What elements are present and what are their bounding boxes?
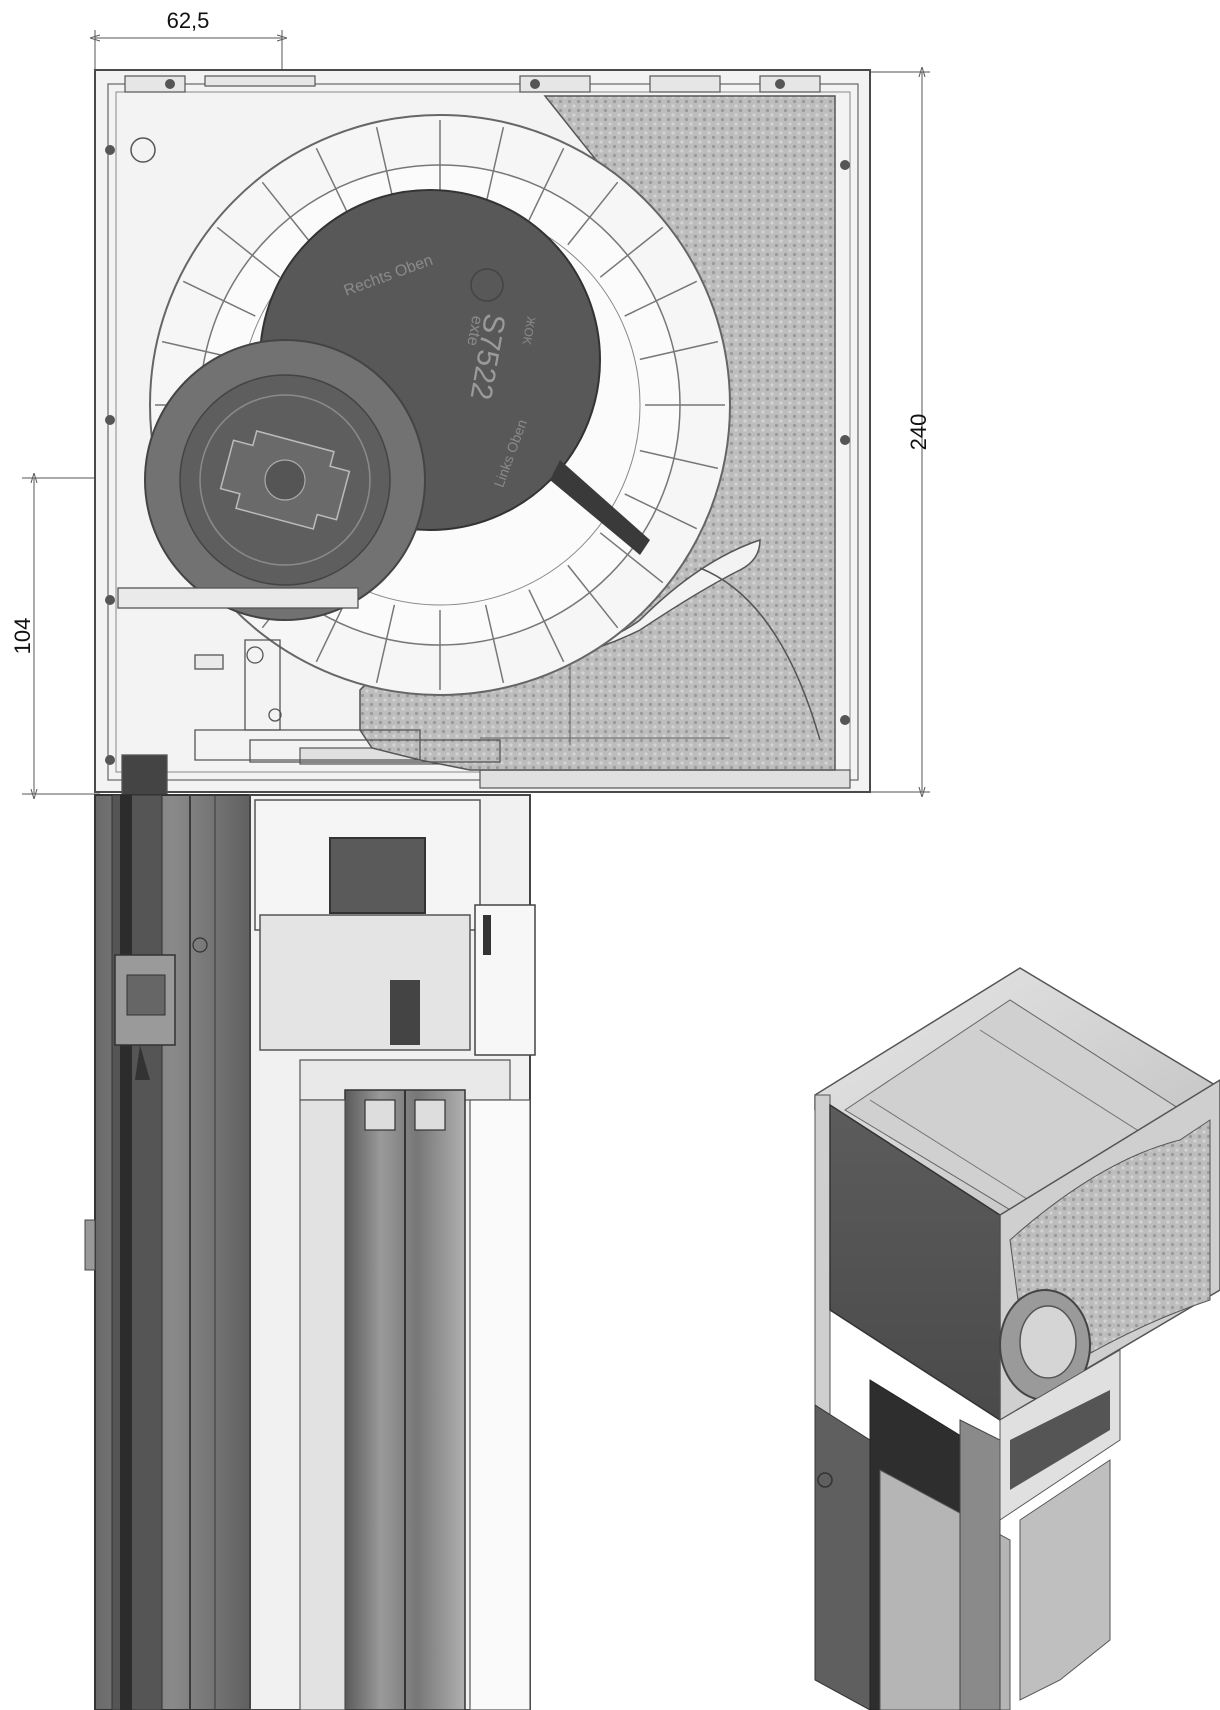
wheel-spoke xyxy=(484,126,505,206)
roller-axle xyxy=(144,339,426,621)
wheel-spoke xyxy=(599,532,664,584)
lower-internal-profile xyxy=(117,587,501,796)
dimension-width-label: 62,5 xyxy=(167,8,210,33)
wheel-spoke xyxy=(182,280,256,317)
wheel-spoke xyxy=(375,604,396,684)
wheel-spoke xyxy=(315,147,352,221)
dimension-height-total: 240 xyxy=(870,72,931,792)
wheel-spoke xyxy=(567,181,619,246)
wheel-spoke xyxy=(261,181,313,246)
wheel-spoke xyxy=(599,226,664,278)
wheel-spoke xyxy=(624,493,698,530)
dimension-height-label: 240 xyxy=(906,414,931,451)
wheel-spoke xyxy=(624,280,698,317)
insulation-cut-curve xyxy=(699,567,821,741)
embossed-brand: exte xyxy=(463,314,485,347)
glazing-unit xyxy=(299,1089,531,1710)
isometric-view xyxy=(814,967,1220,1710)
wheel-spoke xyxy=(528,589,565,663)
wheel-spoke xyxy=(484,604,505,684)
embossed-mark: ЖOK xyxy=(520,315,539,345)
wheel-spoke xyxy=(567,564,619,629)
wheel-spoke xyxy=(639,449,719,470)
wheel-spoke xyxy=(528,147,565,221)
wheel-spoke xyxy=(216,226,281,278)
wheel-spoke xyxy=(375,126,396,206)
dimension-axis-label: 104 xyxy=(10,618,35,655)
wheel-spoke xyxy=(639,340,719,361)
shutter-guide-rail xyxy=(84,794,251,1710)
